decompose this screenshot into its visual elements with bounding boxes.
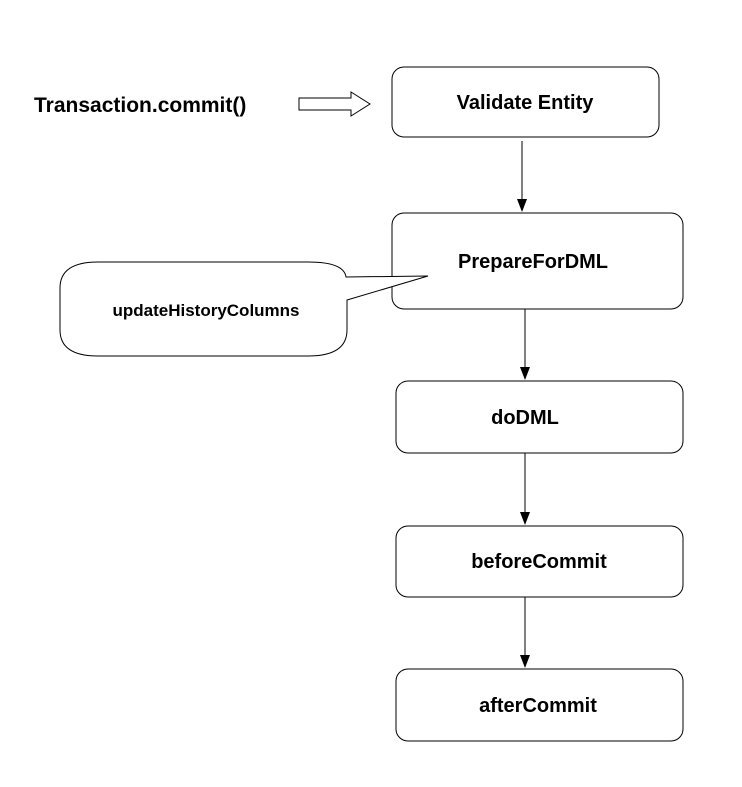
arrowhead-icon [520,367,530,380]
node-do-dml: doDML [395,380,684,454]
node-validate-entity-label: Validate Entity [457,92,595,114]
node-prepare-for-dml-label: PrepareForDML [458,251,608,273]
node-after-commit: afterCommit [395,668,684,742]
callout-label: updateHistoryColumns [112,301,299,320]
trigger-arrow-icon [298,91,371,117]
node-before-commit-label: beforeCommit [471,551,607,573]
node-do-dml-label: doDML [491,407,559,429]
arrowhead-icon [520,655,530,668]
node-before-commit: beforeCommit [395,525,684,598]
node-validate-entity: Validate Entity [391,66,660,138]
edge-beforecommit-to-aftercommit [520,597,530,668]
arrowhead-icon [520,512,530,525]
transaction-commit-label: Transaction.commit() [34,94,246,117]
arrowhead-icon [517,199,527,212]
edge-dodml-to-beforecommit [520,453,530,525]
callout-update-history-columns: updateHistoryColumns [59,261,429,357]
node-prepare-for-dml: PrepareForDML [391,212,684,310]
node-after-commit-label: afterCommit [479,695,597,717]
edge-prepare-to-dodml [520,309,530,380]
edge-validate-to-prepare [517,141,527,212]
